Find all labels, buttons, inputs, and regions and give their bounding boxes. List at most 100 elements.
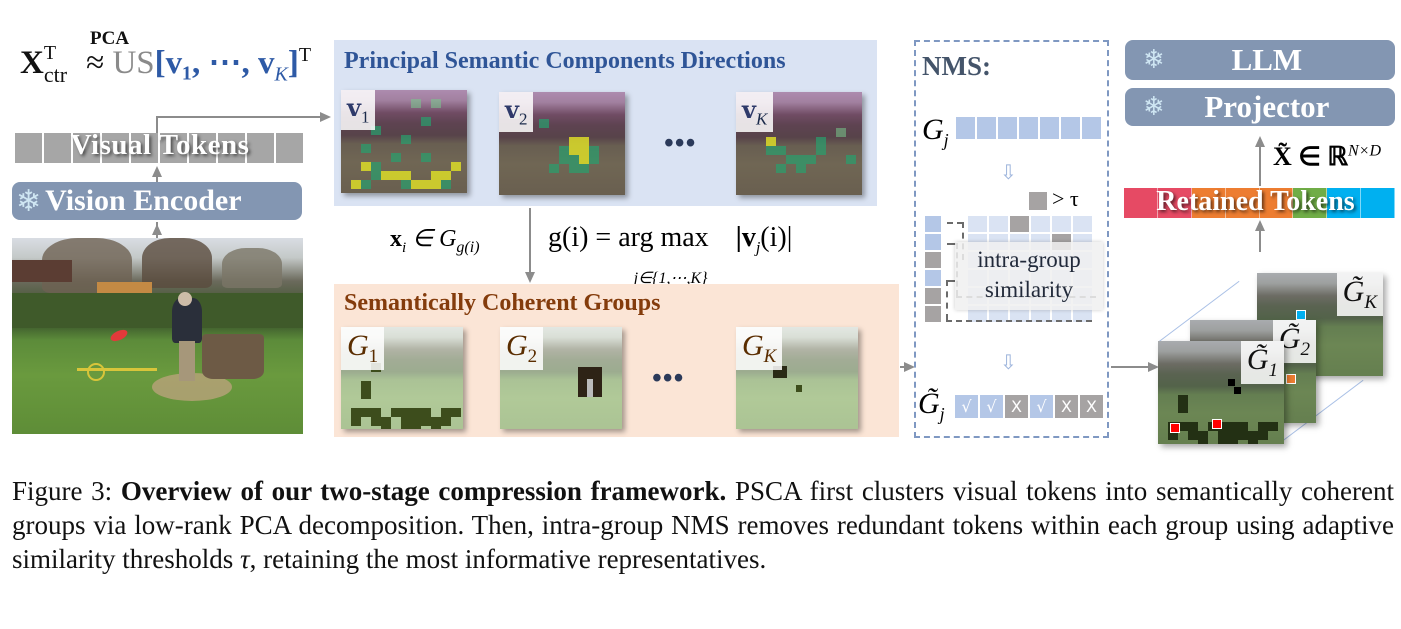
heat-cell bbox=[381, 171, 391, 180]
matrix-cell bbox=[1073, 216, 1092, 232]
input-image bbox=[12, 238, 303, 434]
group-label: G̃1 bbox=[1240, 341, 1284, 384]
heat-cell bbox=[361, 144, 371, 153]
caption-prefix: Figure 3: bbox=[12, 476, 121, 506]
arrow-head-up bbox=[1255, 220, 1265, 231]
formula-us: US bbox=[112, 45, 155, 81]
visual-token bbox=[247, 133, 276, 163]
heat-cell bbox=[559, 146, 569, 155]
heat-cell bbox=[431, 171, 441, 180]
kept-token: √ bbox=[955, 395, 978, 418]
heat-cell bbox=[401, 135, 411, 144]
arrow-line bbox=[529, 208, 531, 274]
group-cell bbox=[1198, 440, 1208, 444]
component-label: vK bbox=[736, 92, 774, 132]
figure-caption: Figure 3: Overview of our two-stage comp… bbox=[12, 474, 1394, 576]
arrow-head-down bbox=[525, 272, 535, 283]
down-arrow-icon: ⇩ bbox=[1000, 352, 1017, 374]
semantic-groups-title: Semantically Coherent Groups bbox=[344, 290, 661, 316]
group-token bbox=[1019, 117, 1038, 139]
heat-cell bbox=[361, 162, 371, 171]
formula-vectors: [v₁, ⋯, v bbox=[154, 45, 275, 81]
snowflake-icon: ❄ bbox=[1143, 45, 1165, 75]
heat-cell bbox=[776, 146, 786, 155]
matrix-cell bbox=[1031, 306, 1050, 322]
kept-token: √ bbox=[1030, 395, 1053, 418]
group-cell bbox=[1228, 422, 1238, 431]
column-token bbox=[925, 252, 941, 268]
heat-cell bbox=[569, 164, 579, 173]
group-cell bbox=[421, 408, 431, 417]
column-token bbox=[925, 306, 941, 322]
column-token bbox=[925, 270, 941, 286]
matrix-cell bbox=[989, 216, 1008, 232]
down-arrow-icon: ⇩ bbox=[1000, 162, 1017, 184]
group-cell bbox=[1234, 387, 1241, 394]
heat-cell bbox=[361, 180, 371, 189]
threshold-label: > τ bbox=[1052, 186, 1079, 211]
heat-cell bbox=[391, 171, 401, 180]
arrow-line bbox=[156, 116, 158, 134]
group-cell bbox=[411, 426, 421, 429]
group-cell bbox=[371, 417, 381, 426]
group-cell bbox=[1228, 431, 1238, 440]
group-cell bbox=[441, 408, 451, 417]
formula-vk-sub: K bbox=[274, 63, 288, 86]
arrow-line bbox=[1259, 222, 1261, 252]
group-token bbox=[1061, 117, 1080, 139]
group-cell bbox=[411, 408, 421, 417]
group-cell bbox=[1218, 440, 1228, 444]
heat-cell bbox=[411, 180, 421, 189]
heat-cell bbox=[371, 126, 381, 135]
heat-cell bbox=[569, 137, 579, 146]
snowflake-icon: ❄ bbox=[1143, 92, 1165, 122]
group-cell bbox=[431, 417, 441, 426]
matrix-cell bbox=[968, 306, 987, 322]
visual-token bbox=[131, 133, 160, 163]
group-cell bbox=[1188, 422, 1198, 431]
arrow-head-right bbox=[320, 112, 331, 122]
group-cell bbox=[381, 417, 391, 426]
formula-lhs-sub: ctr bbox=[43, 62, 68, 87]
nms-title: NMS: bbox=[922, 51, 991, 81]
heat-cell bbox=[569, 155, 579, 164]
heat-cell bbox=[579, 137, 589, 146]
dash-connector bbox=[947, 222, 963, 224]
dash-connector bbox=[947, 280, 955, 282]
group-cell bbox=[1258, 431, 1268, 440]
vision-encoder-block: ❄ Vision Encoder bbox=[12, 182, 302, 220]
heat-cell bbox=[589, 155, 599, 164]
group-cell bbox=[361, 408, 371, 417]
group-cell bbox=[1268, 422, 1278, 431]
group-cell bbox=[1258, 422, 1268, 431]
heat-cell bbox=[786, 155, 796, 164]
retained-token bbox=[1225, 188, 1260, 218]
matrix-cell bbox=[1073, 306, 1092, 322]
heat-cell bbox=[411, 99, 421, 108]
heat-cell bbox=[401, 180, 411, 189]
formula-lhs-sup: T bbox=[43, 42, 57, 64]
heat-cell bbox=[391, 153, 401, 162]
ellipsis: ••• bbox=[652, 363, 685, 394]
group-cell bbox=[1238, 431, 1248, 440]
matrix-cell bbox=[1031, 216, 1050, 232]
group-cell bbox=[381, 426, 391, 429]
group-map-gk: GK bbox=[736, 327, 858, 429]
group-map-g2: G2 bbox=[500, 327, 622, 429]
group-cell bbox=[1218, 422, 1228, 431]
heat-cell bbox=[766, 146, 776, 155]
visual-token bbox=[276, 133, 305, 163]
similarity-label-line: similarity bbox=[984, 277, 1074, 302]
similarity-label-line: intra-group bbox=[977, 247, 1081, 272]
formula-approx: ≈ bbox=[86, 45, 105, 81]
group-cell bbox=[441, 417, 451, 426]
group-cell bbox=[1168, 431, 1178, 440]
formula-close-sup: T bbox=[298, 44, 312, 66]
component-map-vk: vK bbox=[736, 92, 862, 195]
retained-tokens-bar bbox=[1124, 188, 1395, 218]
vision-encoder-label: Vision Encoder bbox=[45, 184, 242, 217]
group-cell bbox=[361, 390, 371, 399]
group-cell bbox=[1248, 440, 1258, 444]
caption-body: PSCA first clusters visual tokens into s… bbox=[12, 476, 1395, 574]
